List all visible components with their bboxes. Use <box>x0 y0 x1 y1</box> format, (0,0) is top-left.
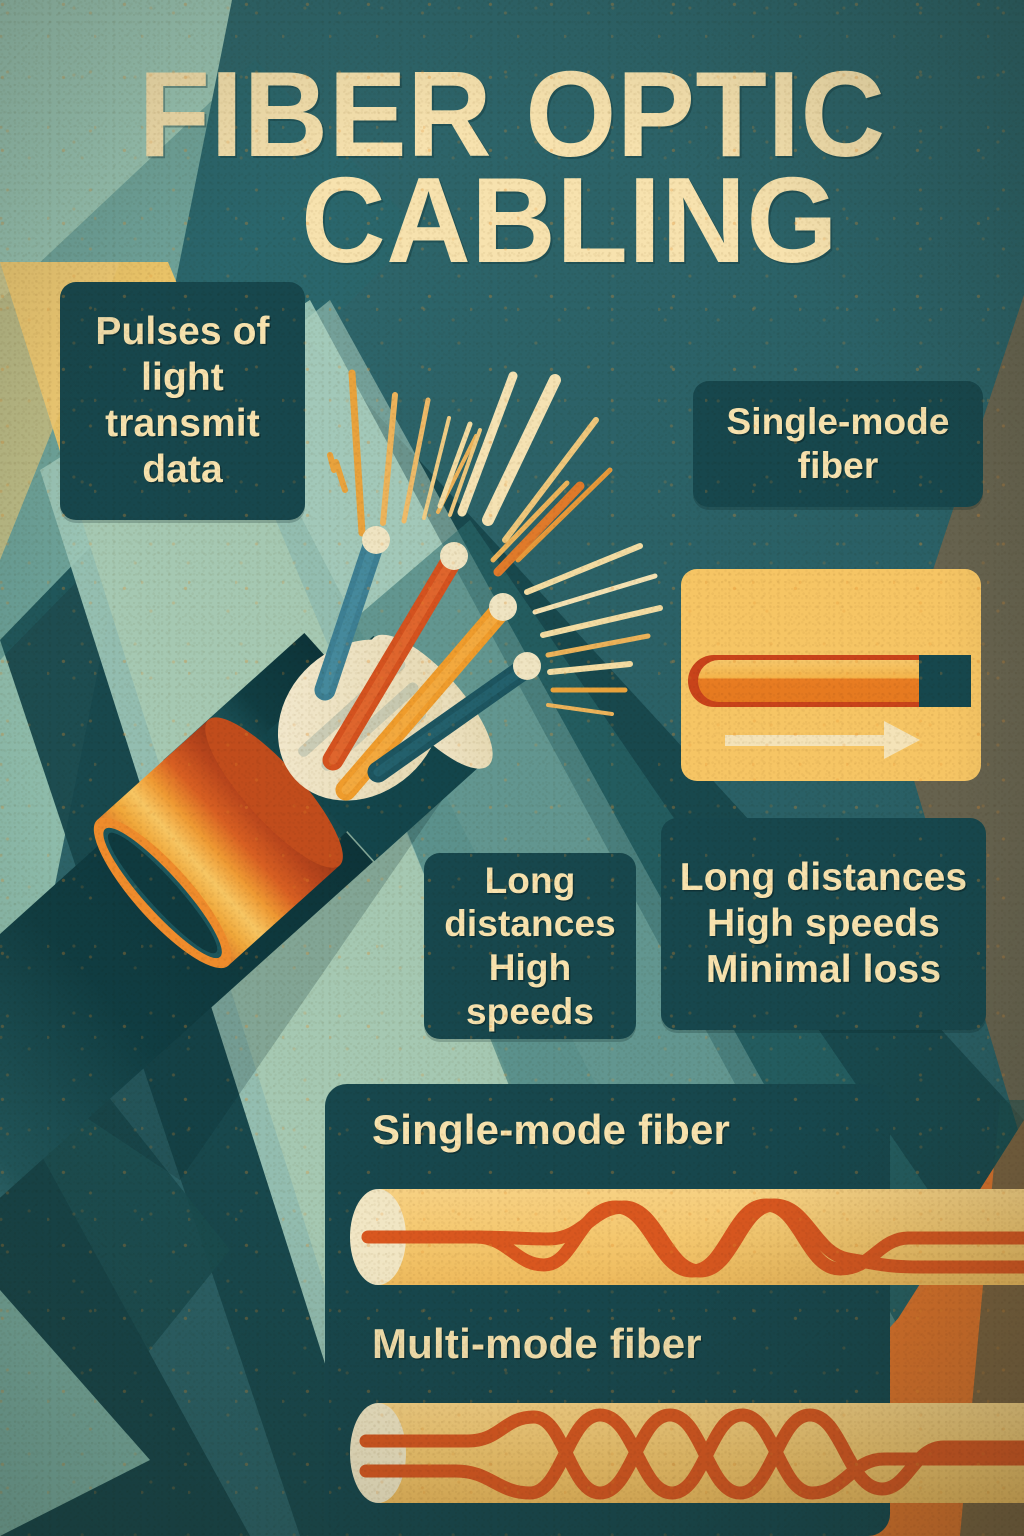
callout-long-distances-high-speeds: Long distances High speeds <box>424 853 636 1039</box>
light-direction-arrow <box>725 721 920 759</box>
title-line-1: FIBER OPTIC <box>138 46 886 182</box>
callout-text: Long distances High speeds Minimal loss <box>679 855 968 991</box>
callout-pulses-of-light: Pulses of light transmit data <box>60 282 305 520</box>
callout-single-mode-fiber: Single-mode fiber <box>693 381 983 507</box>
callout-text: Long distances High speeds <box>444 859 616 1032</box>
single-mode-fiber-diagram-card <box>681 569 981 781</box>
poster-title: FIBER OPTIC CABLING <box>0 46 1024 289</box>
callout-text: Single-mode fiber <box>726 401 950 486</box>
single-mode-fiber-diagram <box>350 1189 1024 1285</box>
fiber-strands <box>314 526 541 801</box>
multi-mode-fiber-label: Multi-mode fiber <box>372 1320 702 1367</box>
card-diagram-graphic <box>688 655 971 759</box>
title-line-2: CABLING <box>301 152 839 289</box>
callout-long-distances-high-speeds-minimal-loss: Long distances High speeds Minimal loss <box>661 818 986 1030</box>
single-mode-fiber-label: Single-mode fiber <box>372 1106 731 1153</box>
multi-mode-fiber-diagram <box>350 1403 1024 1503</box>
callout-text: Pulses of light transmit data <box>95 309 270 492</box>
